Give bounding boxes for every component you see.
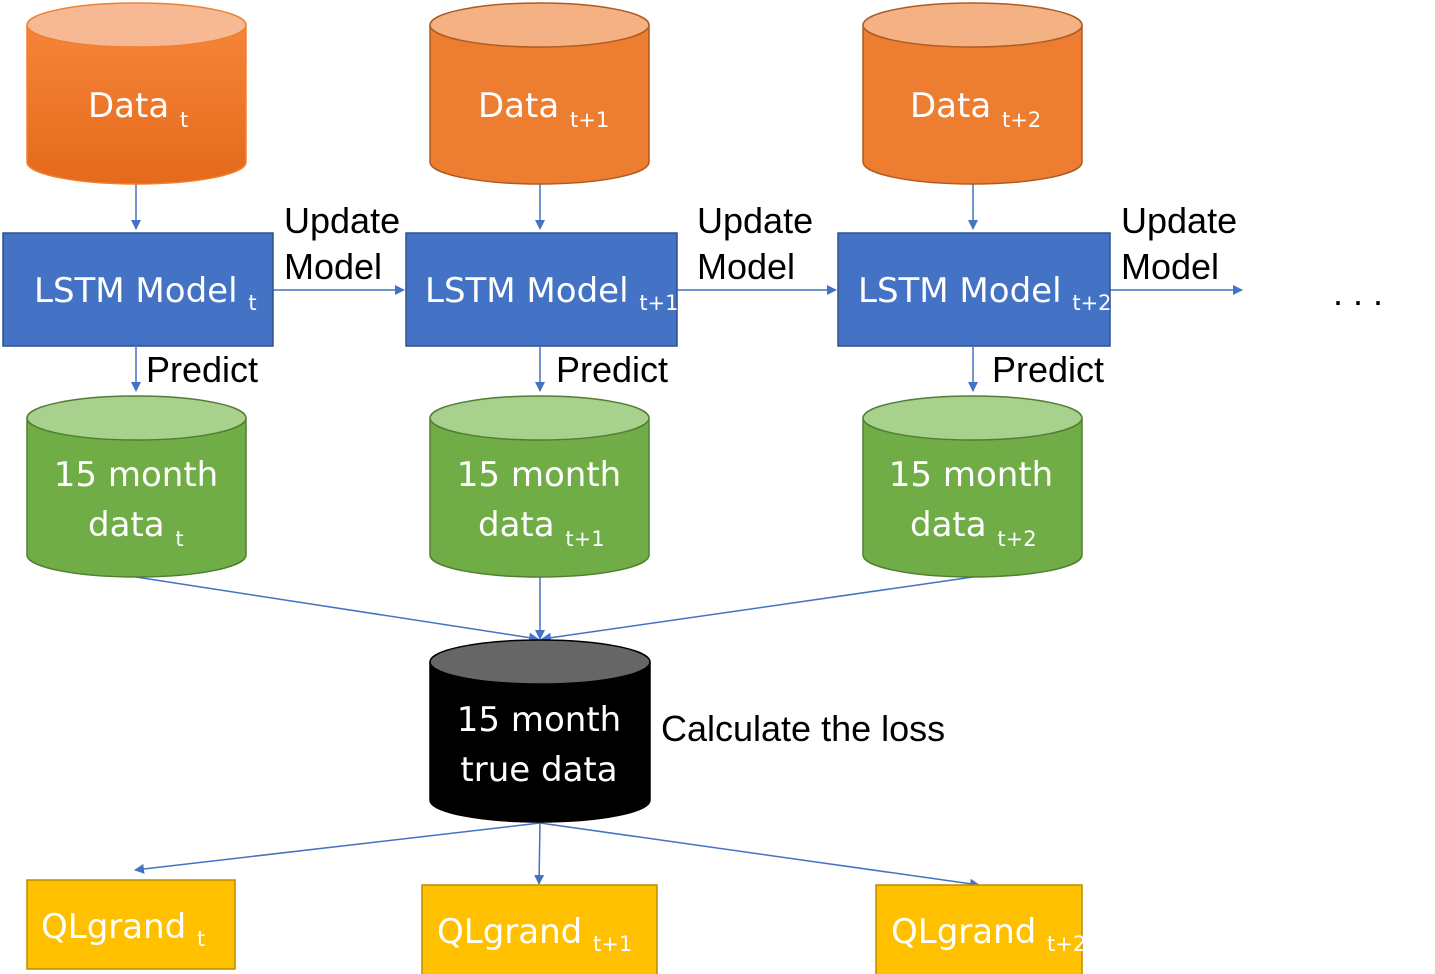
model-update-label: Model: [697, 246, 795, 287]
qlgrand-label: QLgrand t: [41, 907, 205, 951]
model-label: LSTM Model t+1: [425, 271, 679, 315]
truth-label: true data: [460, 750, 617, 790]
data-label: Data t+1: [478, 86, 609, 132]
prediction-label: 15 month: [54, 455, 218, 495]
prediction-label: 15 month: [457, 455, 621, 495]
prediction-label: data t+2: [910, 505, 1037, 551]
update-label: Update: [1121, 200, 1237, 241]
data-cylinder-t: Data t: [26, 2, 247, 185]
update-label: Update: [697, 200, 813, 241]
qlgrand-t+2: QLgrand t+2: [875, 884, 1086, 974]
prediction-cylinder-t+1: 15 month data t+1: [429, 395, 650, 578]
arrow-to-qlgrand: [539, 822, 980, 889]
qlgrand-t: QLgrand t: [26, 879, 236, 970]
predict-label: Predict: [146, 349, 258, 390]
qlgrand-label: QLgrand t+2: [891, 912, 1086, 956]
data-cylinder-t+1: Data t+1: [429, 2, 650, 185]
arrow-to-qlgrand: [134, 822, 541, 874]
predict-label: Predict: [992, 349, 1104, 390]
arrow-to-truth: [541, 576, 974, 643]
data-label: Data t+2: [910, 86, 1041, 132]
qlgrand-t+1: QLgrand t+1: [421, 884, 658, 974]
true-data-cylinder: 15 month true data: [429, 639, 651, 823]
arrow-to-qlgrand: [534, 822, 545, 885]
data-cylinder-t+2: Data t+2: [862, 2, 1083, 185]
model-update-label: Model: [284, 246, 382, 287]
lstm-model-t+2: LSTM Model t+2: [837, 232, 1112, 347]
arrow-to-truth: [135, 576, 539, 643]
update-label: Update: [284, 200, 400, 241]
data-label: Data t: [88, 86, 188, 132]
prediction-label: data t+1: [478, 505, 605, 551]
arrows: [131, 184, 1243, 889]
prediction-cylinder-t: 15 month data t: [26, 395, 247, 578]
lstm-model-t+1: LSTM Model t+1: [405, 232, 679, 347]
lstm-model-t: LSTM Model t: [2, 232, 274, 347]
prediction-label: 15 month: [889, 455, 1053, 495]
model-update-label: Model: [1121, 246, 1219, 287]
truth-label: 15 month: [457, 700, 621, 740]
model-label: LSTM Model t+2: [858, 271, 1112, 315]
calculate-loss-label: Calculate the loss: [661, 708, 945, 749]
qlgrand-label: QLgrand t+1: [437, 912, 632, 956]
model-label: LSTM Model t: [34, 271, 257, 315]
prediction-cylinder-t+2: 15 month data t+2: [862, 395, 1083, 578]
ellipsis: . . .: [1333, 272, 1383, 313]
predict-label: Predict: [556, 349, 668, 390]
prediction-label: data t: [88, 505, 184, 551]
